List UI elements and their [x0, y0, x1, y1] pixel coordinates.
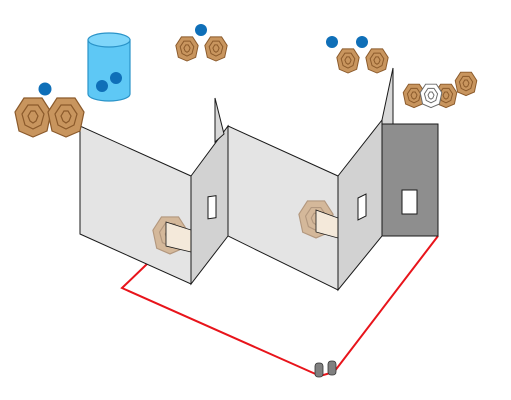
- panel-2-window: [207, 195, 217, 220]
- foot-marker-icon: [314, 360, 337, 378]
- blue-coin-icon: [38, 82, 52, 96]
- blue-coin-icon: [195, 24, 207, 36]
- hexagon-target-icon: [365, 48, 389, 74]
- blue-coin-icon: [356, 36, 368, 48]
- wall-panel-4-fin: [381, 67, 394, 129]
- water-tank-icon: [87, 32, 131, 102]
- hexagon-target-icon: [47, 97, 85, 138]
- hexagon-target-icon: [14, 97, 52, 138]
- blue-coin-icon: [326, 36, 338, 48]
- wall-panel-1: [79, 125, 192, 285]
- blue-coin-icon: [96, 80, 108, 92]
- panel-5-window: [401, 189, 418, 215]
- panel-4-window: [357, 193, 367, 221]
- blue-coin-icon: [110, 72, 122, 84]
- hexagon-target-icon: [175, 36, 199, 62]
- hexagon-target-icon: [336, 48, 360, 74]
- white-hexagon-target-icon: [419, 83, 443, 109]
- wall-panel-5: [381, 123, 439, 237]
- wall-panel-2-fin: [214, 97, 225, 144]
- hexagon-target-icon: [204, 36, 228, 62]
- hexagon-target-icon: [454, 71, 478, 97]
